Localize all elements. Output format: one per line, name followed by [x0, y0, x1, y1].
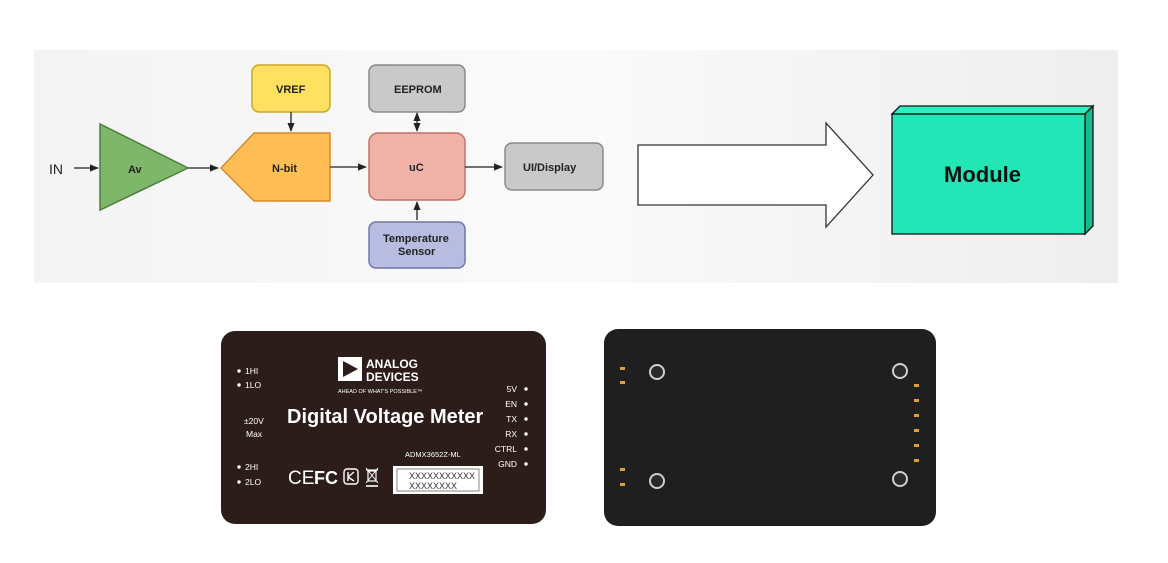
analog-devices-logo: ANALOG DEVICES AHEAD OF WHAT'S POSSIBLE™	[338, 357, 422, 395]
eeprom-block: EEPROM	[368, 64, 466, 113]
serial-line1: XXXXXXXXXXX	[409, 471, 475, 481]
uc-block: uC	[368, 132, 466, 201]
adc-block: N-bit	[219, 132, 331, 202]
pin-gnd-label: GND	[498, 459, 517, 469]
left-pin-labels: 1HI 1LO ±20V Max 2HI 2LO	[237, 366, 264, 487]
pin-icon	[914, 414, 919, 417]
pin-dot	[524, 447, 528, 451]
weee-bin-icon	[365, 467, 379, 487]
pin-tx-label: TX	[506, 414, 517, 424]
mounting-hole-icon	[649, 364, 665, 380]
certification-marks: CE FC	[288, 467, 379, 489]
module-side-face	[1084, 104, 1094, 236]
pin-icon	[620, 468, 625, 471]
temperature-label-line2: Sensor	[398, 246, 436, 258]
module-label: Module	[944, 162, 1021, 187]
temperature-sensor-box	[368, 221, 466, 269]
amplifier-block: Av	[99, 122, 190, 212]
module-front-photo: 1HI 1LO ±20V Max 2HI 2LO 5V EN TX RX CTR…	[221, 331, 546, 524]
pin-5v-label: 5V	[507, 384, 518, 394]
pin-rx-label: RX	[505, 429, 517, 439]
pin-dot	[524, 402, 528, 406]
pin-icon	[914, 384, 919, 387]
pin-dot	[237, 465, 241, 469]
pin-dot	[524, 387, 528, 391]
pin-1lo-label: 1LO	[245, 380, 261, 390]
brand-tagline: AHEAD OF WHAT'S POSSIBLE™	[338, 389, 422, 395]
module-back-board	[604, 329, 936, 526]
fcc-mark-icon: FC	[314, 468, 338, 488]
right-pin-labels: 5V EN TX RX CTRL GND	[495, 384, 528, 469]
serial-line2: XXXXXXXX	[409, 481, 457, 491]
pin-icon	[620, 367, 625, 370]
device-title: Digital Voltage Meter	[287, 406, 484, 428]
brand-line1: ANALOG	[366, 357, 418, 371]
module-front-face	[891, 113, 1086, 235]
input-label: IN	[49, 161, 63, 177]
vref-block: VREF	[251, 64, 331, 113]
back-left-pins	[620, 367, 625, 486]
pin-icon	[620, 483, 625, 486]
pin-ctrl-label: CTRL	[495, 444, 517, 454]
pin-en-label: EN	[505, 399, 517, 409]
vref-label: VREF	[276, 84, 306, 96]
module-block: Module	[890, 104, 1095, 236]
ui-display-block: UI/Display	[504, 142, 604, 191]
pin-1hi-label: 1HI	[245, 366, 258, 376]
eeprom-label: EEPROM	[394, 84, 442, 96]
uc-label: uC	[409, 162, 424, 174]
pin-2hi-label: 2HI	[245, 462, 258, 472]
serial-sticker-inner	[396, 468, 480, 492]
big-arrow-icon	[637, 121, 874, 229]
pin-icon	[914, 399, 919, 402]
amplifier-label: Av	[128, 164, 143, 176]
range-max-label: Max	[246, 429, 263, 439]
pin-dot	[237, 383, 241, 387]
kc-mark-icon	[343, 468, 359, 485]
part-number: ADMX3652Z-ML	[405, 450, 461, 459]
temperature-label-line1: Temperature	[383, 233, 449, 245]
pin-dot	[524, 462, 528, 466]
mounting-hole-icon	[892, 363, 908, 379]
logo-triangle-icon	[343, 361, 358, 377]
adc-label: N-bit	[272, 163, 297, 175]
serial-label: XXXXXXXXXXX XXXXXXXX	[393, 466, 483, 494]
range-label: ±20V	[244, 416, 264, 426]
pin-icon	[620, 381, 625, 384]
pin-dot	[524, 417, 528, 421]
pin-icon	[914, 444, 919, 447]
mounting-hole-icon	[892, 471, 908, 487]
back-right-pins	[914, 384, 919, 462]
pin-dot	[524, 432, 528, 436]
pin-2lo-label: 2LO	[245, 477, 261, 487]
eeprom-box	[368, 64, 466, 113]
ui-display-label: UI/Display	[523, 162, 577, 174]
pin-dot	[237, 480, 241, 484]
amplifier-triangle	[99, 122, 190, 212]
temperature-sensor-block: Temperature Sensor	[368, 221, 466, 269]
pin-dot	[237, 369, 241, 373]
ce-mark-icon: CE	[288, 468, 314, 489]
module-back-photo	[604, 329, 936, 526]
module-top-face	[890, 105, 1095, 115]
brand-line2: DEVICES	[366, 370, 419, 384]
mounting-hole-icon	[649, 473, 665, 489]
pin-icon	[914, 429, 919, 432]
pin-icon	[914, 459, 919, 462]
ui-display-box	[504, 142, 604, 191]
